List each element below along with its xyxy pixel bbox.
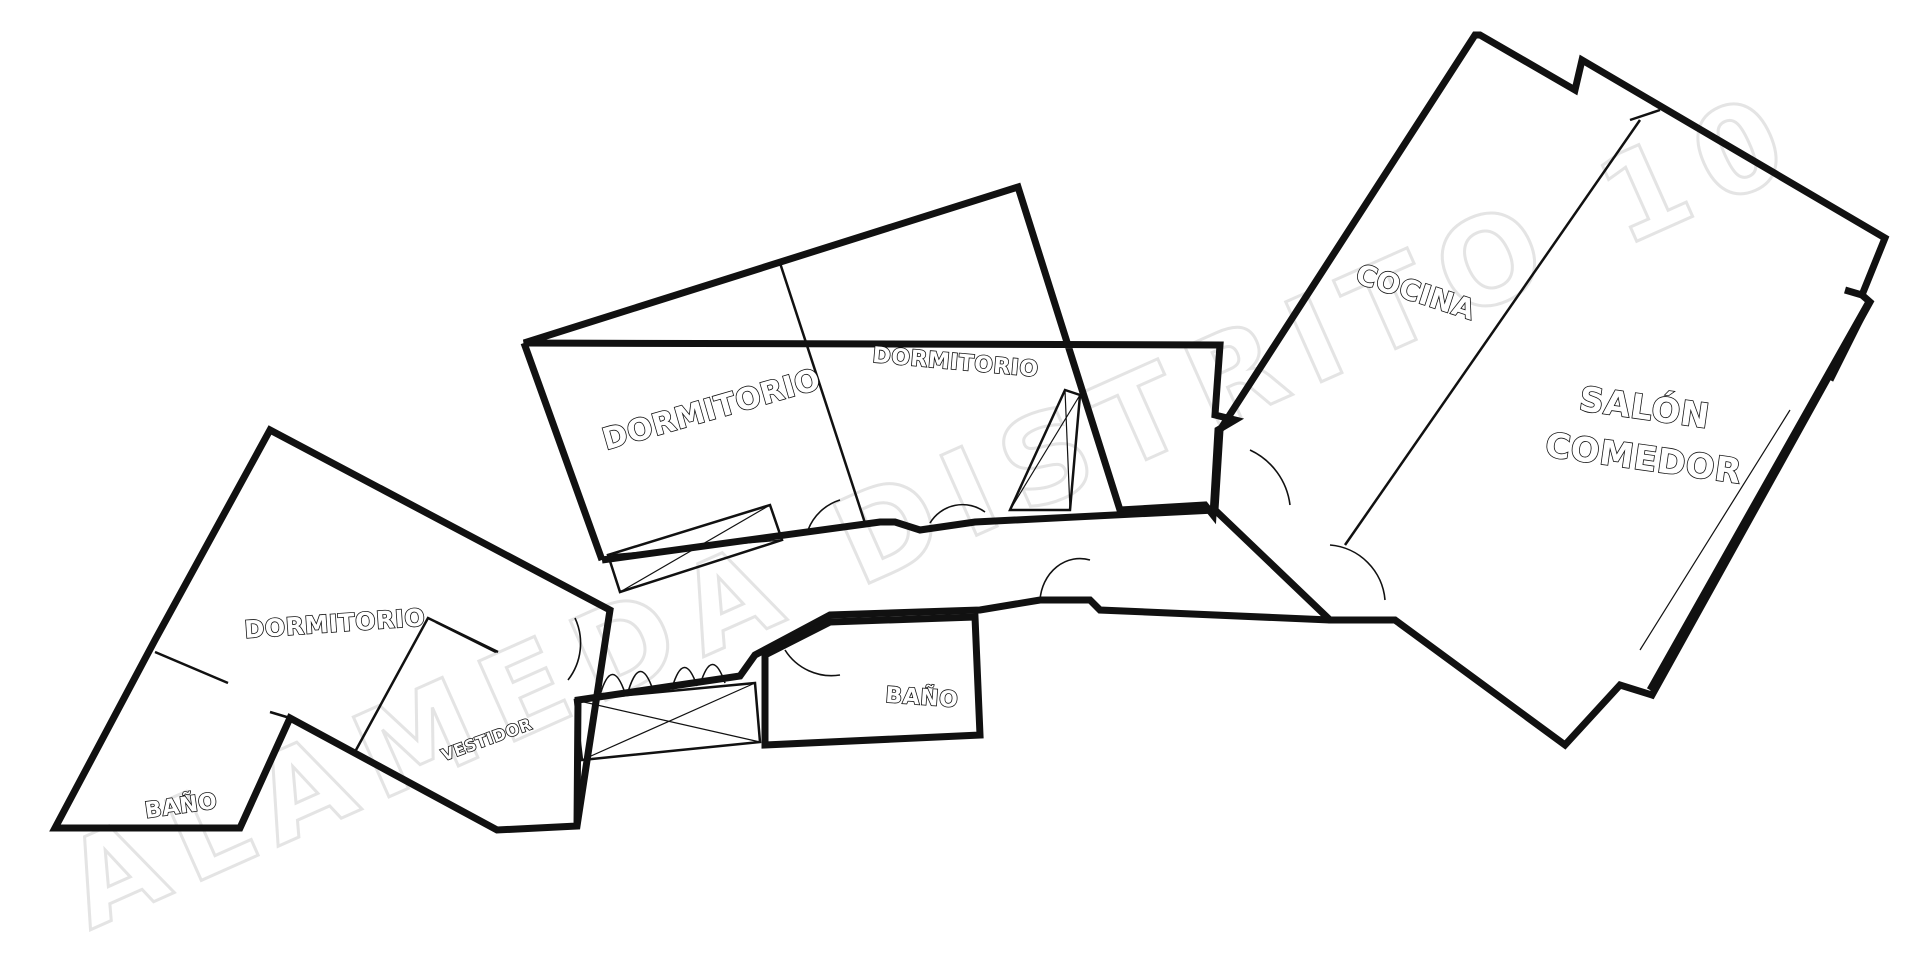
salon-door-swing (1329, 544, 1386, 601)
wardrobe-2-x2 (1064, 389, 1071, 511)
dorm1-door-swing (807, 499, 841, 531)
bano-center-outline (761, 613, 984, 749)
corridor-arch (1039, 557, 1091, 601)
dorm-divider (778, 262, 867, 524)
left-wing (49, 425, 614, 834)
bano-left-wall-2 (269, 710, 291, 720)
corridor (573, 506, 1331, 827)
cocina-salon-divider-2 (1629, 108, 1661, 122)
label-dormitorio-center-2: DORMITORIO (871, 343, 1039, 382)
right-wing (1211, 31, 1890, 750)
bath-door-swing (784, 649, 841, 677)
corridor-bottom (573, 596, 1331, 827)
label-bano-center: BAÑO (885, 682, 960, 713)
cocina-door-swing (1249, 449, 1291, 506)
center-upper-left (520, 341, 606, 562)
storage-x1 (574, 699, 761, 743)
salon-bay (1646, 298, 1874, 692)
storage-door-1 (599, 673, 626, 696)
label-dormitorio-center-1: DORMITORIO (599, 362, 825, 458)
vestidor-wall-2 (435, 620, 497, 654)
label-salon-line1: SALÓN (1577, 378, 1713, 437)
wardrobe-2-x1 (1009, 394, 1081, 511)
bano-left-wall (154, 650, 229, 685)
salon-window (1639, 409, 1791, 651)
storage-door-4 (699, 663, 726, 686)
label-salon-line2: COMEDOR (1543, 425, 1744, 492)
corridor-top (601, 506, 1216, 564)
dorm2-door-swing (929, 503, 986, 524)
label-dormitorio-left: DORMITORIO (243, 603, 426, 644)
storage-door-3 (671, 666, 698, 689)
salon-bay-1 (1844, 286, 1863, 299)
storage-x2 (581, 682, 756, 761)
left-door-swing (567, 617, 582, 681)
cocina-salon-divider (1343, 119, 1642, 546)
watermark-text: ALAMEDA DISTRITO 10 (45, 64, 1821, 956)
right-wing-outline (1211, 31, 1890, 750)
storage-door-2 (627, 670, 654, 693)
